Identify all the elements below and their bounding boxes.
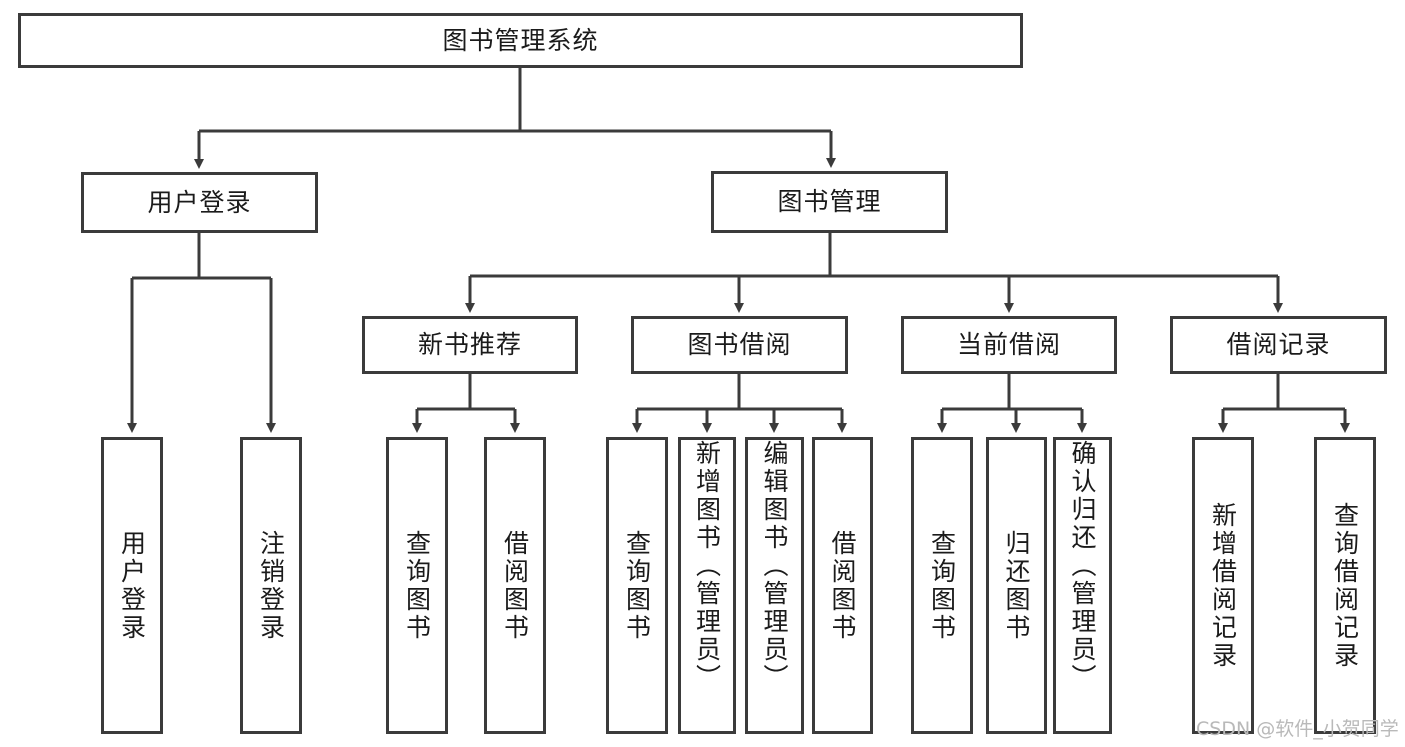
- node-leaf-borrow-book-2[interactable]: 借阅图书: [812, 437, 873, 734]
- node-leaf-query-book-2[interactable]: 查询图书: [606, 437, 668, 734]
- node-current-borrow[interactable]: 当前借阅: [901, 316, 1117, 374]
- node-leaf-query-record-label: 查询借阅记录: [1330, 501, 1360, 670]
- node-new-book-rec-label: 新书推荐: [417, 330, 522, 360]
- node-leaf-confirm-return-label: 确认归还（管理员）: [1068, 440, 1097, 692]
- node-leaf-logout-label: 注销登录: [256, 529, 286, 642]
- node-borrow-record-label: 借阅记录: [1226, 330, 1331, 360]
- node-leaf-logout[interactable]: 注销登录: [240, 437, 302, 734]
- node-leaf-borrow-book-2-label: 借阅图书: [828, 529, 857, 642]
- node-leaf-edit-book-label: 编辑图书（管理员）: [760, 440, 789, 692]
- node-leaf-query-book-2-label: 查询图书: [622, 529, 652, 642]
- node-leaf-borrow-book-1-label: 借阅图书: [500, 529, 530, 642]
- node-current-borrow-label: 当前借阅: [956, 330, 1061, 360]
- node-leaf-borrow-book-1[interactable]: 借阅图书: [484, 437, 546, 734]
- node-leaf-return-book-label: 归还图书: [1002, 529, 1031, 642]
- node-leaf-query-book-3[interactable]: 查询图书: [911, 437, 973, 734]
- node-leaf-query-book-3-label: 查询图书: [927, 529, 957, 642]
- node-leaf-query-book-1-label: 查询图书: [402, 529, 432, 642]
- node-leaf-add-book[interactable]: 新增图书（管理员）: [678, 437, 736, 734]
- node-borrow-record[interactable]: 借阅记录: [1170, 316, 1387, 374]
- node-user-login-label: 用户登录: [147, 187, 252, 217]
- node-book-borrow[interactable]: 图书借阅: [631, 316, 848, 374]
- node-leaf-user-login-label: 用户登录: [117, 529, 147, 642]
- node-leaf-edit-book[interactable]: 编辑图书（管理员）: [745, 437, 804, 734]
- node-root[interactable]: 图书管理系统: [18, 13, 1023, 68]
- node-new-book-rec[interactable]: 新书推荐: [362, 316, 578, 374]
- node-book-manage[interactable]: 图书管理: [711, 171, 948, 233]
- node-leaf-add-record[interactable]: 新增借阅记录: [1192, 437, 1254, 734]
- node-leaf-user-login[interactable]: 用户登录: [101, 437, 163, 734]
- watermark-text: CSDN @软件_小贺同学: [1196, 718, 1399, 740]
- node-leaf-add-record-label: 新增借阅记录: [1208, 501, 1238, 670]
- node-leaf-return-book[interactable]: 归还图书: [986, 437, 1047, 734]
- node-leaf-query-record[interactable]: 查询借阅记录: [1314, 437, 1376, 734]
- node-book-manage-label: 图书管理: [777, 187, 882, 217]
- node-root-label: 图书管理系统: [442, 25, 599, 55]
- node-leaf-add-book-label: 新增图书（管理员）: [692, 440, 722, 692]
- node-book-borrow-label: 图书借阅: [687, 330, 792, 360]
- node-user-login[interactable]: 用户登录: [81, 172, 318, 233]
- node-leaf-confirm-return[interactable]: 确认归还（管理员）: [1053, 437, 1112, 734]
- node-leaf-query-book-1[interactable]: 查询图书: [386, 437, 448, 734]
